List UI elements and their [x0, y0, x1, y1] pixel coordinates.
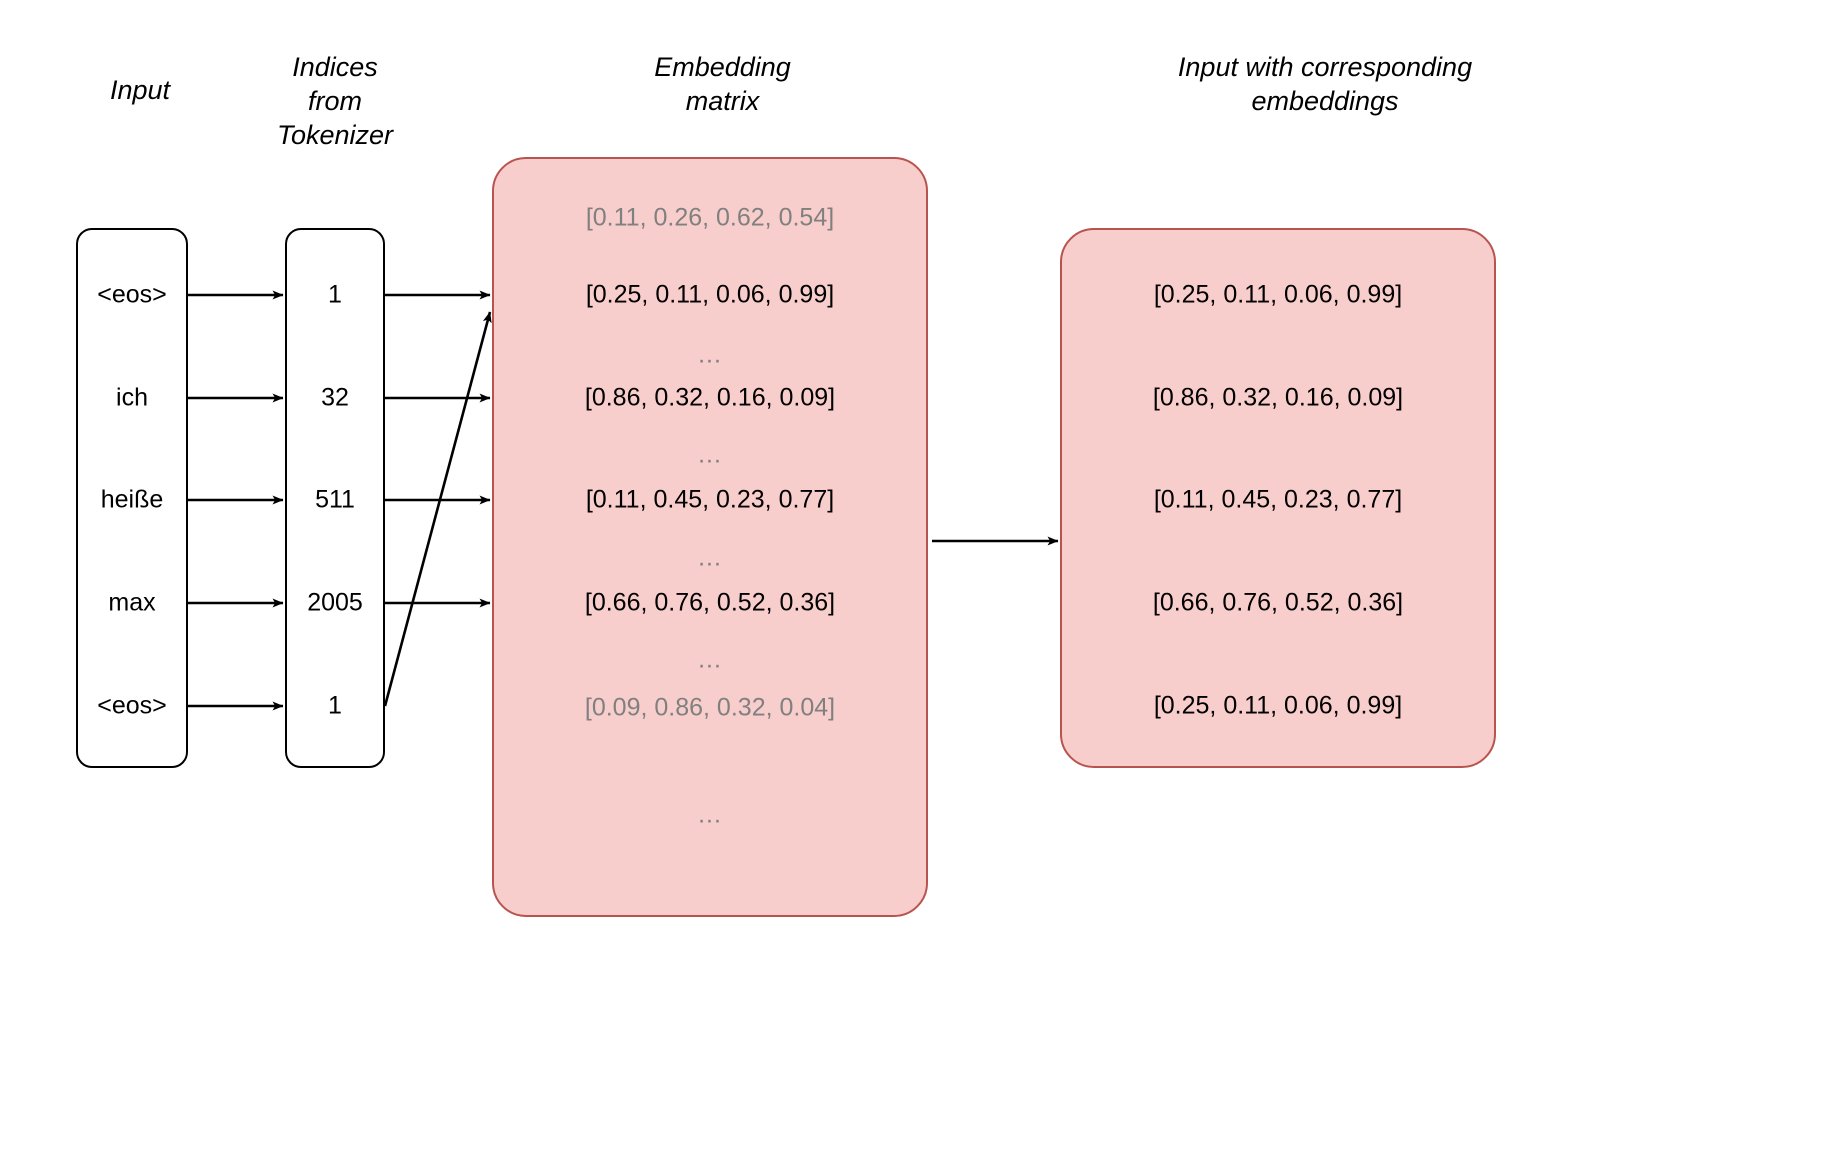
arrows-input-to-index [188, 290, 284, 711]
embedding-row-ellipsis: ... [698, 645, 722, 674]
embedding-row-ellipsis: ... [698, 543, 722, 572]
arrow-index-to-embedding [383, 311, 492, 707]
arrows-index-to-embedding [383, 290, 492, 707]
output-embedding-container [1060, 228, 1496, 768]
embedding-row-ellipsis: ... [698, 340, 722, 369]
input-token: max [108, 588, 156, 617]
output-embedding-row: [0.66, 0.76, 0.52, 0.36] [1152, 588, 1404, 617]
token-index: 1 [328, 280, 342, 309]
embedding-matrix-container [492, 157, 928, 917]
token-index: 511 [315, 485, 355, 514]
index-container [285, 228, 385, 768]
embedding-row: [0.66, 0.76, 0.52, 0.36] [584, 588, 836, 617]
embedding-row-ellipsis: ... [698, 800, 722, 829]
input-token: ich [116, 383, 148, 412]
embedding-row: [0.11, 0.45, 0.23, 0.77] [585, 485, 835, 514]
input-token-container [76, 228, 188, 768]
embedding-row-ellipsis: ... [698, 440, 722, 469]
output-embedding-row: [0.86, 0.32, 0.16, 0.09] [1152, 383, 1404, 412]
embedding-row: [0.11, 0.26, 0.62, 0.54] [585, 203, 835, 232]
output-embedding-row: [0.25, 0.11, 0.06, 0.99] [1153, 691, 1403, 720]
column-heading-input: Input [109, 75, 171, 105]
column-heading-indices: Indices from Tokenizer [276, 52, 394, 150]
input-token: heiße [100, 485, 164, 514]
token-index: 32 [321, 383, 349, 412]
column-heading-input-with-embeddings: Input with corresponding embeddings [1177, 52, 1473, 116]
embedding-row: [0.25, 0.11, 0.06, 0.99] [585, 280, 835, 309]
token-index: 1 [328, 691, 342, 720]
input-token: <eos> [97, 280, 167, 309]
embedding-row: [0.09, 0.86, 0.32, 0.04] [584, 693, 836, 722]
token-index: 2005 [307, 588, 363, 617]
output-embedding-row: [0.25, 0.11, 0.06, 0.99] [1153, 280, 1403, 309]
output-embedding-row: [0.11, 0.45, 0.23, 0.77] [1153, 485, 1403, 514]
input-token: <eos> [97, 691, 167, 720]
column-heading-embedding-matrix: Embedding matrix [654, 52, 791, 116]
embedding-row: [0.86, 0.32, 0.16, 0.09] [584, 383, 836, 412]
